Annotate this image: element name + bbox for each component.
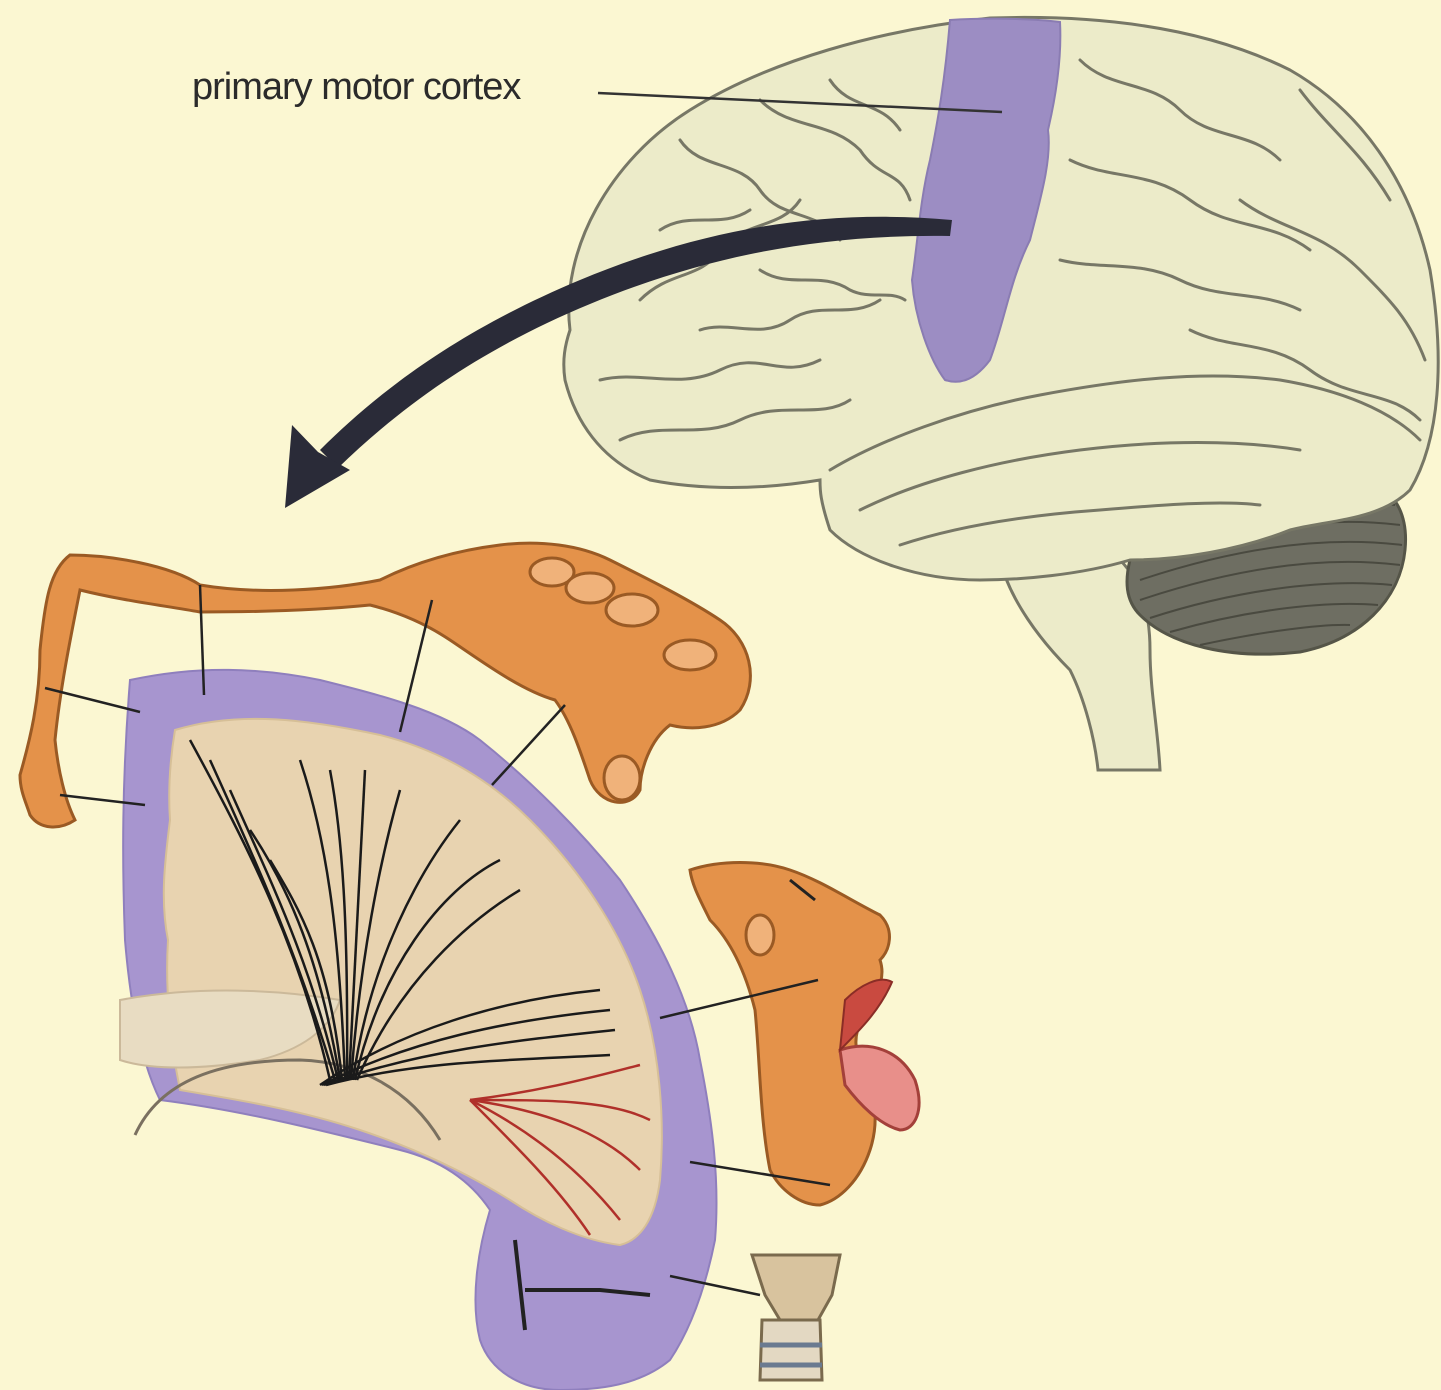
ear xyxy=(746,915,774,955)
trachea xyxy=(760,1320,822,1380)
larynx xyxy=(752,1255,840,1320)
face-icon xyxy=(690,863,919,1206)
primary-motor-cortex-label: primary motor cortex xyxy=(192,66,520,109)
face xyxy=(690,863,889,1206)
white-matter xyxy=(164,719,662,1245)
larynx-icon xyxy=(752,1255,840,1380)
